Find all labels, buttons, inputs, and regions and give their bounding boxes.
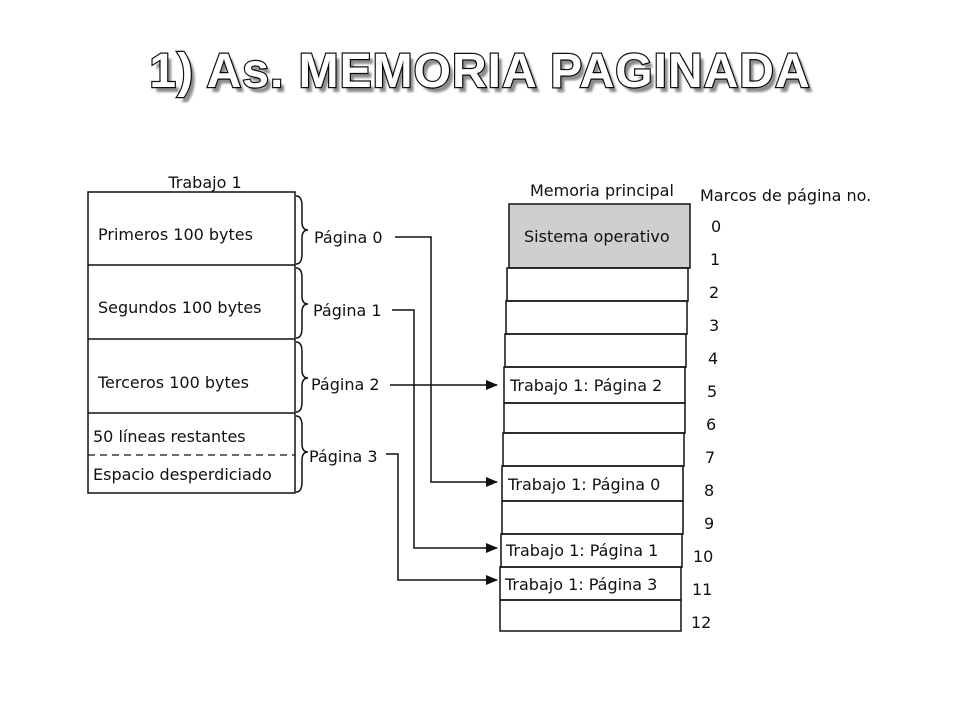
frame-job-label: Trabajo 1: Página 1 — [505, 541, 658, 560]
page0-arrow — [395, 236, 498, 487]
frames-header: Marcos de página no. — [700, 186, 871, 205]
wasted-space-label: Espacio desperdiciado — [93, 465, 272, 484]
remaining-lines-label: 50 líneas restantes — [93, 427, 246, 446]
frame-number: 9 — [704, 514, 714, 533]
page3-arrow — [386, 453, 498, 585]
frame-number: 2 — [709, 283, 719, 302]
memory-frame — [499, 599, 682, 632]
frame-number: 4 — [708, 349, 718, 368]
frame-number: 3 — [709, 316, 719, 335]
memory-frame — [505, 300, 688, 335]
page-label: Página 3 — [309, 447, 378, 466]
job-title: Trabajo 1 — [167, 173, 241, 192]
frame-number: 5 — [707, 382, 717, 401]
job-section-label: Segundos 100 bytes — [98, 298, 262, 317]
frame-number: 1 — [710, 250, 720, 269]
frame-number: 12 — [691, 613, 711, 632]
frame-job-label: Trabajo 1: Página 0 — [507, 475, 660, 494]
page-label: Página 0 — [314, 228, 383, 247]
page-brace — [295, 415, 309, 493]
frame-number: 0 — [711, 217, 721, 236]
frame-number: 7 — [705, 448, 715, 467]
frame-number: 8 — [704, 481, 714, 500]
page1-arrow — [392, 309, 498, 553]
memory-frames — [499, 267, 689, 632]
memory-frame — [502, 432, 685, 467]
job-box — [87, 191, 296, 494]
page-brace — [295, 195, 309, 265]
slide-title: 1) As. MEMORIA PAGINADA — [148, 44, 811, 99]
memory-frame — [504, 333, 687, 368]
frame-number: 11 — [692, 580, 712, 599]
job-section-label: Primeros 100 bytes — [98, 225, 253, 244]
page-label: Página 2 — [311, 375, 380, 394]
frame-number: 6 — [706, 415, 716, 434]
page-brace — [295, 341, 309, 413]
frame-job-label: Trabajo 1: Página 3 — [504, 575, 657, 594]
memory-frame — [501, 500, 684, 535]
memory-frame — [503, 402, 686, 434]
memory-frame — [506, 267, 689, 302]
os-label: Sistema operativo — [524, 227, 670, 246]
frame-number: 10 — [693, 547, 713, 566]
job-section-label: Terceros 100 bytes — [97, 373, 249, 392]
frame-job-label: Trabajo 1: Página 2 — [509, 376, 662, 395]
page-label: Página 1 — [313, 301, 382, 320]
memory-title: Memoria principal — [530, 181, 674, 200]
os-frame-block — [508, 203, 691, 269]
page-brace — [295, 267, 309, 339]
